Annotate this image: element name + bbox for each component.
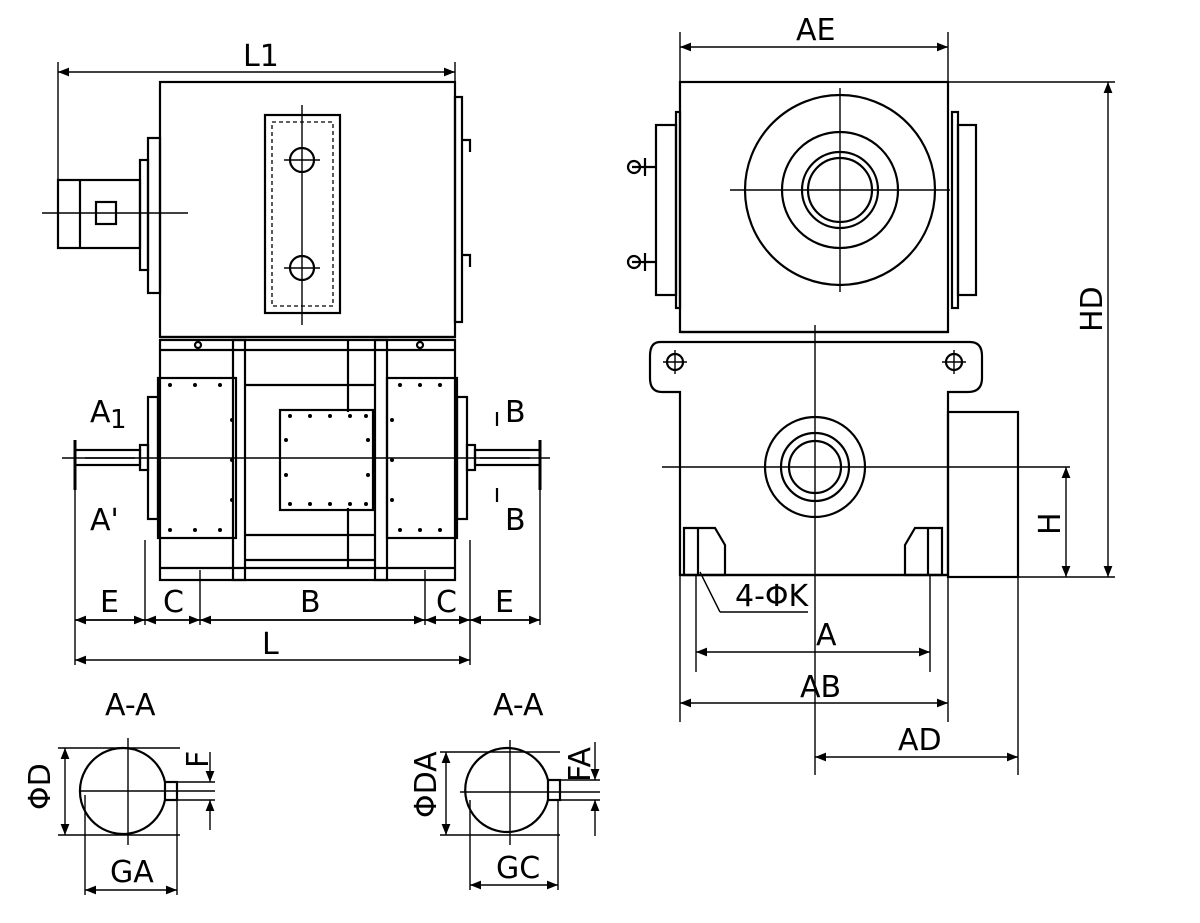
dim-gc-label: GC [496, 851, 540, 886]
label-a-prime: A' [90, 503, 119, 538]
dim-da-label: ΦDA [409, 751, 444, 818]
dim-l1-label: L1 [243, 39, 279, 74]
dim-ga-label: GA [110, 855, 154, 890]
section-right [440, 740, 600, 890]
label-a1: A [90, 395, 111, 430]
side-view [626, 32, 1115, 775]
dim-e-left-label: E [100, 585, 119, 620]
rivet-dots [168, 383, 442, 532]
dim-b-label: B [300, 585, 321, 620]
dim-l-label: L [262, 627, 279, 662]
section-left-title: A-A [105, 688, 156, 723]
front-view: A 1 A' B B [42, 62, 550, 665]
label-b2: B [505, 503, 526, 538]
dim-ae-label: AE [796, 13, 835, 48]
dim-a-label: A [816, 618, 837, 653]
dim-f-label: F [181, 751, 216, 768]
dim-h-label: H [1033, 512, 1068, 535]
dim-ad-label: AD [898, 723, 942, 758]
label-b1: B [505, 395, 526, 430]
dim-d-label: ΦD [23, 763, 58, 810]
section-left [58, 738, 215, 895]
dim-hd-label: HD [1075, 286, 1110, 332]
dim-c-right-label: C [436, 585, 457, 620]
knob-bottom [626, 253, 656, 271]
label-a1-sub: 1 [110, 405, 127, 435]
dim-k-label: 4-ΦK [735, 579, 810, 614]
section-right-title: A-A [493, 688, 544, 723]
dim-e-right-label: E [495, 585, 514, 620]
dim-c-left-label: C [163, 585, 184, 620]
dim-ab-label: AB [800, 670, 841, 705]
dim-fa-label: FA [563, 746, 598, 782]
knob-top [626, 158, 656, 176]
